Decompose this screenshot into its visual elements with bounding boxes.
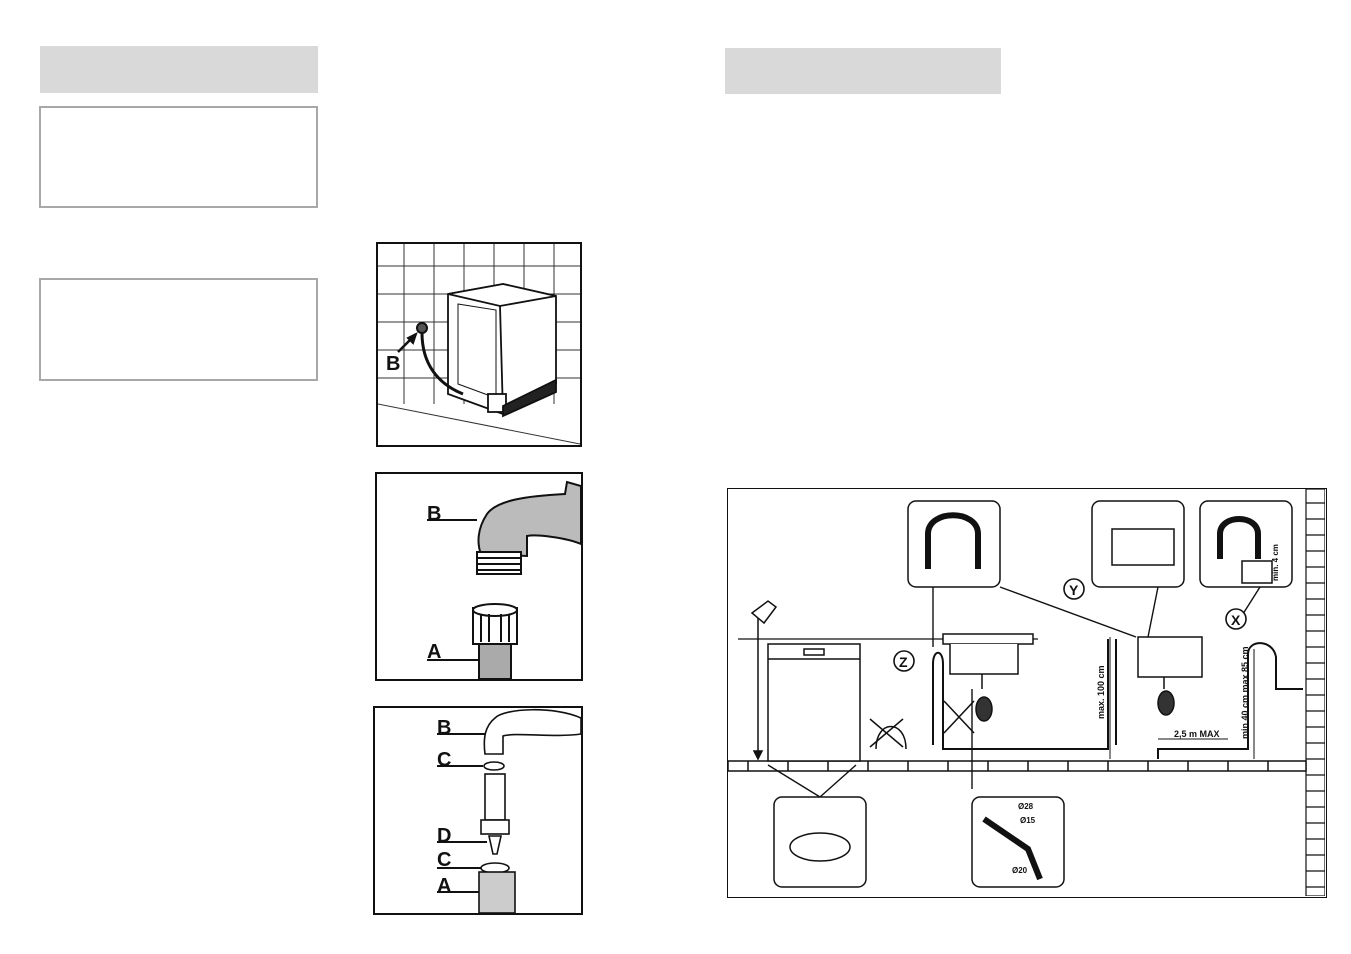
adapter-tap <box>483 708 581 755</box>
figure-tap-detail: B A <box>375 472 583 681</box>
inset-filter <box>773 796 867 888</box>
hose-a <box>478 871 516 913</box>
tap-and-hose <box>397 322 464 396</box>
adapter-label-b: B <box>437 717 451 739</box>
tap-connection-illustration: B <box>378 244 580 445</box>
adapter-label-c2: C <box>437 849 451 871</box>
dishwasher-body <box>447 283 557 418</box>
dimension-lines <box>1109 637 1255 759</box>
inset-diameters <box>971 796 1065 888</box>
dim-dia-20: Ø20 <box>1012 866 1028 875</box>
drain-label-y: Y <box>1069 582 1079 598</box>
floor <box>728 760 1307 772</box>
hose-routing <box>932 639 1303 759</box>
figure-adapter: B C D C A <box>373 706 583 915</box>
hose-connector <box>472 603 518 679</box>
standpipe-y-sink <box>1137 636 1203 716</box>
tap-detail-label-a: A <box>427 641 441 663</box>
dim-dia-28: Ø28 <box>1018 802 1034 811</box>
figure-dishwasher-tap: B <box>376 242 582 447</box>
adapter-label-c1: C <box>437 749 451 771</box>
inset-min-4cm <box>1199 500 1293 588</box>
dim-max-2-5m: 2,5 m MAX <box>1174 729 1220 739</box>
left-note-box-2 <box>39 278 318 381</box>
adapter-illustration: B C D C A <box>437 708 581 913</box>
dim-min40-max85: min 40 cm max 85 cm <box>1240 646 1250 739</box>
figure-drain-installation: Z Y X max. 100 cm min 40 cm max 85 cm 2,… <box>727 488 1327 898</box>
no-loop-symbol <box>869 700 975 750</box>
brick-wall <box>1305 489 1325 896</box>
drain-label-x: X <box>1231 612 1241 628</box>
left-header-bar <box>40 46 318 93</box>
dim-dia-15: Ø15 <box>1020 816 1036 825</box>
right-header-bar <box>725 48 1001 94</box>
dim-min-4: min. 4 cm <box>1271 544 1280 581</box>
inset-hose-bend <box>907 500 1001 588</box>
adapter-d <box>488 835 502 855</box>
dishwasher-front <box>767 643 861 762</box>
label-y-circle <box>1063 578 1085 600</box>
left-note-box-1 <box>39 106 318 208</box>
drain-label-z: Z <box>899 654 908 670</box>
label-z-circle <box>893 650 915 672</box>
sink <box>942 633 1034 722</box>
tap-detail-illustration: B A <box>427 480 581 679</box>
adapter-ring <box>480 819 510 835</box>
adapter-label-d: D <box>437 825 451 847</box>
circle-labels <box>893 578 1247 672</box>
dim-max-100: max. 100 cm <box>1096 665 1106 719</box>
inset-sink-hook <box>1091 500 1185 588</box>
washer-c-top <box>483 761 505 771</box>
tap-label-b: B <box>386 353 400 375</box>
adapter-label-a: A <box>437 875 451 897</box>
level-marker <box>750 600 778 761</box>
tap-detail-label-b: B <box>427 503 441 525</box>
tap-spout <box>476 480 581 575</box>
drain-diagram: Z Y X max. 100 cm min 40 cm max 85 cm 2,… <box>728 489 1325 896</box>
label-x-circle <box>1225 608 1247 630</box>
adapter-body <box>484 773 506 821</box>
